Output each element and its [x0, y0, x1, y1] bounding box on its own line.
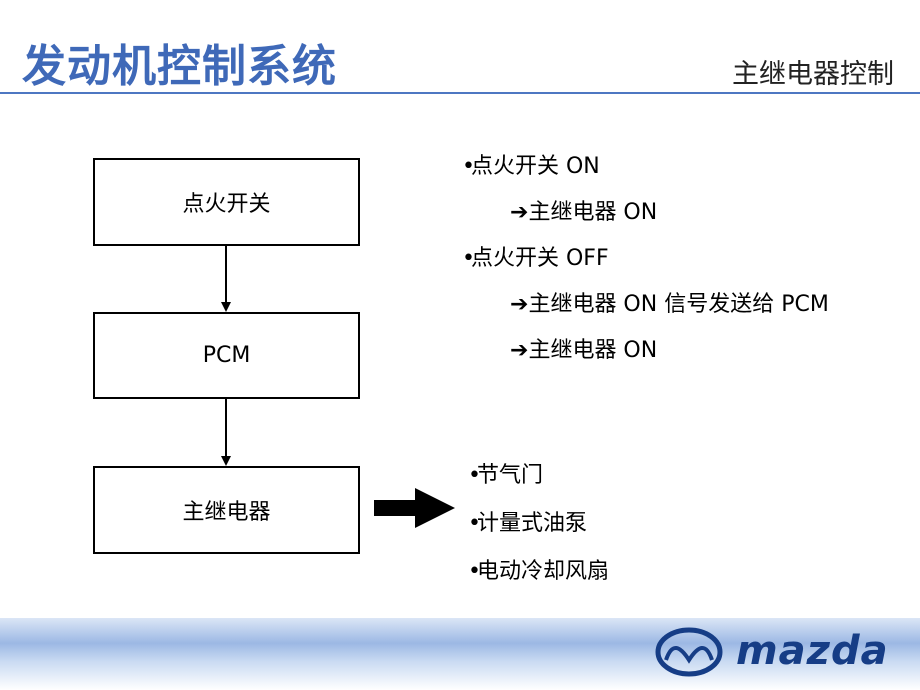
- mazda-emblem-icon: [655, 627, 723, 677]
- list-item: •计量式油泵: [468, 500, 609, 548]
- note-ignition-on: 点火开关 ON: [471, 154, 600, 179]
- bullet-icon: •: [462, 154, 475, 179]
- bullet-icon: •: [468, 463, 481, 488]
- ignition-notes: •点火开关 ON ➔主继电器 ON •点火开关 OFF ➔主继电器 ON 信号发…: [462, 144, 829, 374]
- mazda-wordmark: mazda: [736, 628, 889, 674]
- arrow-right-icon: ➔: [510, 200, 529, 225]
- bullet-icon: •: [468, 511, 481, 536]
- list-item: •节气门: [468, 452, 609, 500]
- bullet-icon: •: [468, 559, 481, 584]
- ignition-switch-label: 点火开关: [182, 192, 271, 217]
- main-relay-box: 主继电器: [93, 466, 360, 554]
- header-rule: [0, 92, 920, 94]
- main-relay-label: 主继电器: [182, 500, 271, 525]
- note-line: ➔主继电器 ON 信号发送给 PCM: [462, 282, 829, 328]
- relay-loads-list: •节气门 •计量式油泵 •电动冷却风扇: [468, 452, 609, 596]
- load-cooling-fan: 电动冷却风扇: [477, 559, 610, 584]
- page-title: 发动机控制系统: [22, 41, 337, 92]
- arrow-right-icon: ➔: [510, 292, 529, 317]
- output-arrow-icon: [374, 488, 455, 528]
- connector-arrow-1: [221, 246, 231, 312]
- note-line: •点火开关 OFF: [462, 236, 829, 282]
- note-relay-on-1: 主继电器 ON: [528, 200, 658, 225]
- bullet-icon: •: [462, 246, 475, 271]
- footer-band: [0, 618, 920, 690]
- arrow-right-icon: ➔: [510, 338, 529, 363]
- note-relay-signal: 主继电器 ON 信号发送给 PCM: [528, 292, 829, 317]
- page-subtitle: 主继电器控制: [732, 59, 894, 90]
- load-throttle: 节气门: [477, 463, 544, 488]
- note-ignition-off: 点火开关 OFF: [471, 246, 609, 271]
- note-line: ➔主继电器 ON: [462, 328, 829, 374]
- list-item: •电动冷却风扇: [468, 548, 609, 596]
- ignition-switch-box: 点火开关: [93, 158, 360, 246]
- connector-arrow-2: [221, 399, 231, 466]
- load-fuel-pump: 计量式油泵: [477, 511, 588, 536]
- note-line: •点火开关 ON: [462, 144, 829, 190]
- note-relay-on-2: 主继电器 ON: [528, 338, 658, 363]
- pcm-box: PCM: [93, 312, 360, 399]
- note-line: ➔主继电器 ON: [462, 190, 829, 236]
- pcm-label: PCM: [202, 343, 251, 368]
